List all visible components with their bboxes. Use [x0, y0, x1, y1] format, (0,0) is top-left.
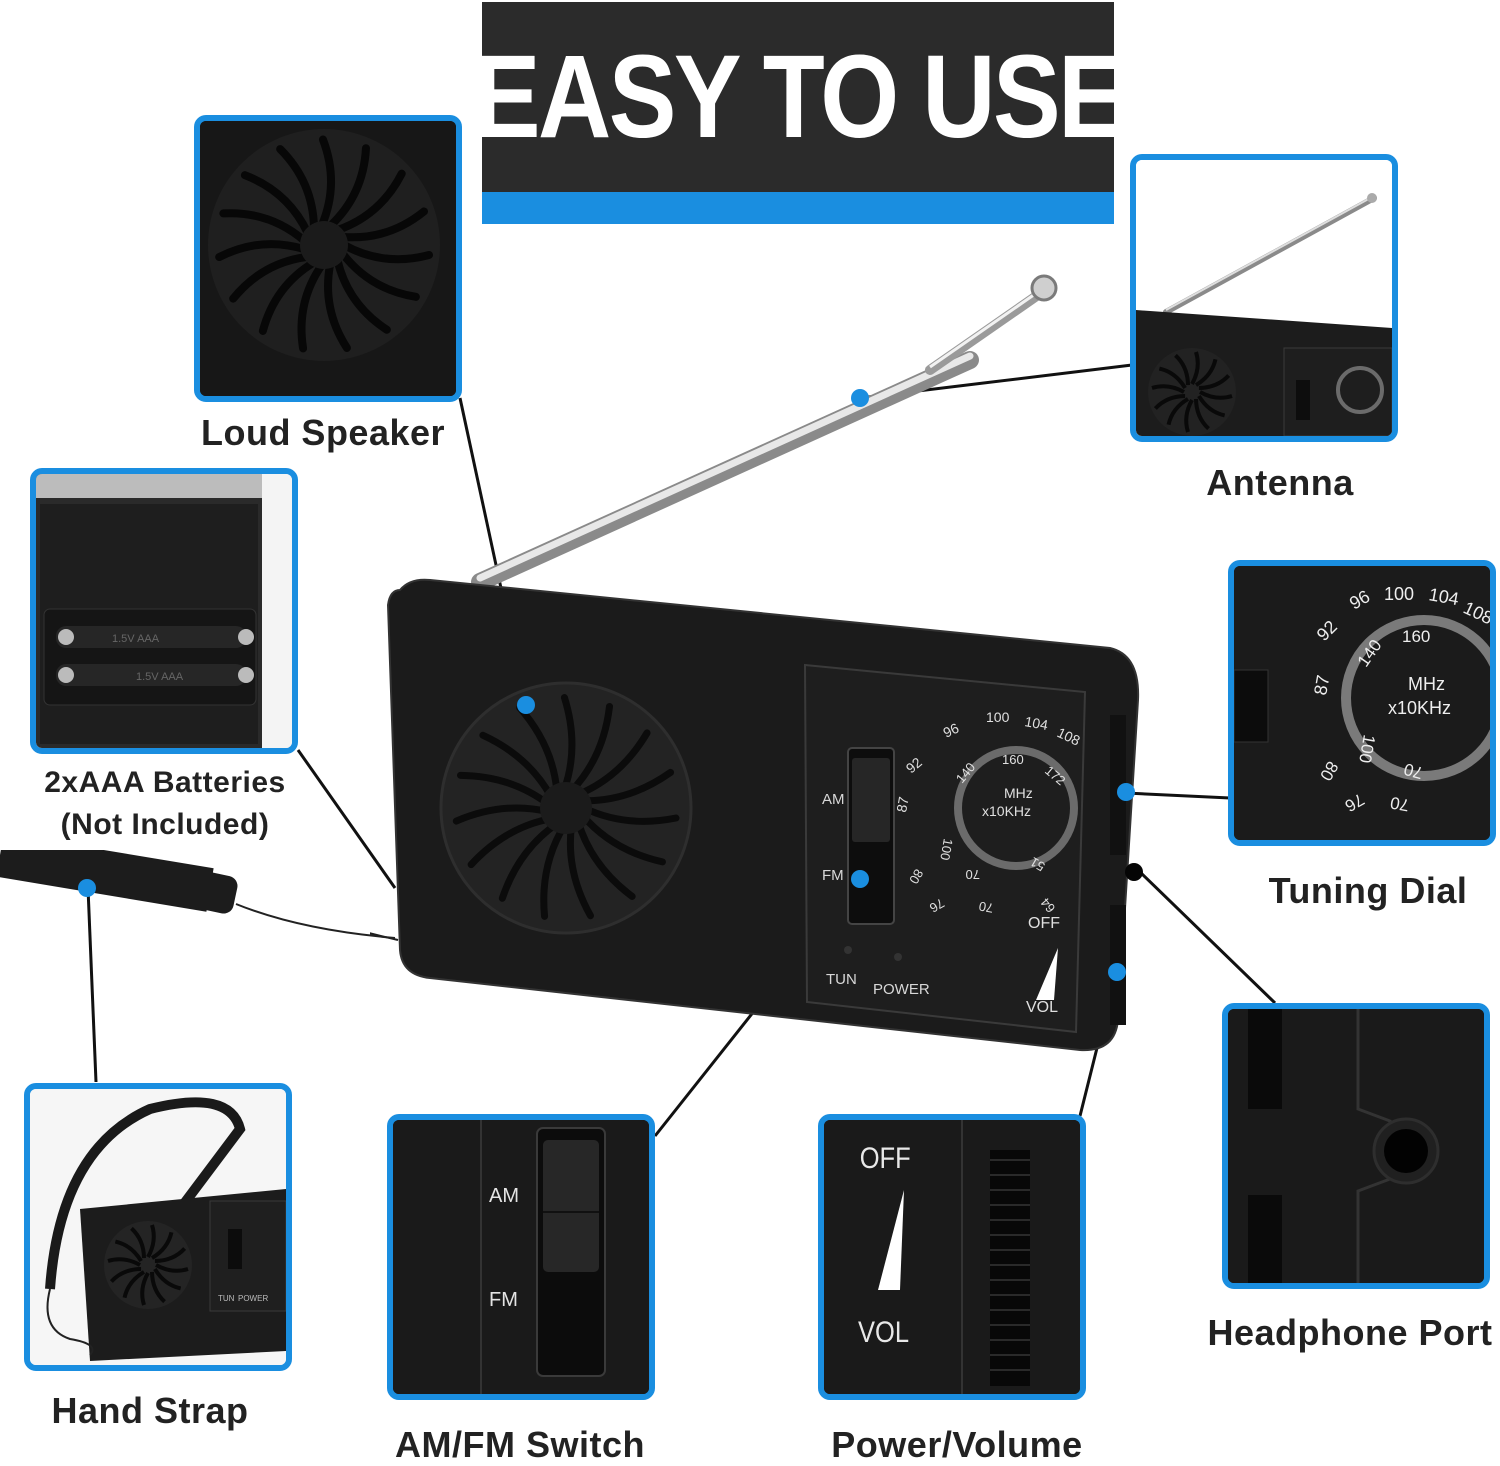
svg-text:MHz: MHz: [1004, 785, 1033, 801]
caption-loud-speaker: Loud Speaker: [200, 412, 446, 453]
am-closeup-label: AM: [489, 1185, 519, 1207]
tuning-dial-main: MHz x10KHz 92 96 100 104 108 87 140 160 …: [893, 709, 1083, 916]
svg-text:70: 70: [1402, 759, 1425, 782]
headphone-jack-closeup: [1228, 1009, 1484, 1283]
tun-label: TUN: [826, 971, 857, 988]
loud-speaker-panel: [194, 115, 462, 402]
hand-strap-panel: TUN POWER: [24, 1083, 292, 1371]
battery-marking-1: 1.5V AAA: [112, 633, 160, 645]
svg-text:51: 51: [1027, 854, 1047, 874]
headline: EASY TO USE: [472, 31, 1126, 163]
svg-text:96: 96: [941, 720, 962, 741]
svg-text:70: 70: [966, 867, 980, 882]
hand-strap-closeup: TUN POWER: [30, 1089, 286, 1365]
tuning-dial-panel: MHz x10KHz 92 96 100 104 108 87 160 140 …: [1228, 560, 1496, 846]
headline-banner: EASY TO USE: [473, 2, 1126, 192]
caption-headphone-port: Headphone Port: [1207, 1312, 1493, 1353]
hand-strap-main: [0, 850, 396, 939]
radio-main-illustration: AM FM TUN POWER MHz x10KHz 92 96 100 104…: [370, 274, 1143, 1052]
tuning-dial-closeup: MHz x10KHz 92 96 100 104 108 87 160 140 …: [1234, 566, 1490, 840]
svg-text:100: 100: [1355, 733, 1379, 764]
svg-text:100: 100: [937, 837, 956, 861]
svg-text:104: 104: [1023, 713, 1049, 733]
svg-text:76: 76: [927, 895, 947, 915]
off-label: OFF: [1028, 915, 1060, 932]
svg-text:87: 87: [1310, 673, 1333, 696]
svg-text:70: 70: [978, 899, 995, 916]
antenna-closeup: [1136, 160, 1392, 436]
svg-text:x10KHz: x10KHz: [1388, 698, 1451, 718]
caption-amfm-switch: AM/FM Switch: [395, 1424, 645, 1465]
svg-text:100: 100: [986, 709, 1010, 725]
marker-volume: [1108, 963, 1126, 981]
svg-text:POWER: POWER: [238, 1294, 268, 1303]
caption-batteries-line1: 2xAAA Batteries: [44, 766, 286, 799]
speaker-grille: [439, 681, 693, 935]
caption-batteries-line2: (Not Included): [60, 808, 270, 841]
caption-power-volume: Power/Volume: [831, 1424, 1083, 1465]
marker-strap: [78, 879, 96, 897]
amfm-switch-panel: AM FM: [387, 1114, 655, 1400]
headphone-port-panel: [1222, 1003, 1490, 1289]
battery-marking-2: 1.5V AAA: [136, 671, 184, 683]
fm-label: FM: [822, 867, 844, 884]
svg-text:160: 160: [1402, 627, 1430, 646]
off-closeup-label: OFF: [860, 1141, 911, 1174]
amfm-switch-closeup: AM FM: [393, 1120, 649, 1394]
svg-text:x10KHz: x10KHz: [982, 803, 1031, 819]
battery-compartment-closeup: 1.5V AAA 1.5V AAA: [36, 474, 292, 748]
marker-speaker: [517, 696, 535, 714]
antenna-panel: [1130, 154, 1398, 442]
batteries-panel: 1.5V AAA 1.5V AAA: [30, 468, 298, 754]
caption-hand-strap: Hand Strap: [51, 1390, 249, 1431]
marker-tuning: [1117, 783, 1135, 801]
marker-antenna: [851, 389, 869, 407]
antenna: [471, 274, 1058, 591]
svg-text:TUN: TUN: [218, 1294, 235, 1303]
svg-text:MHz: MHz: [1408, 674, 1445, 694]
speaker-grille-closeup: [200, 121, 456, 396]
fm-closeup-label: FM: [489, 1289, 518, 1311]
svg-text:87: 87: [893, 795, 911, 813]
svg-text:100: 100: [1384, 584, 1414, 604]
caption-tuning-dial: Tuning Dial: [1268, 870, 1468, 911]
vol-closeup-label: VOL: [858, 1315, 909, 1348]
power-volume-panel: OFF VOL: [818, 1114, 1086, 1400]
svg-text:70: 70: [1389, 793, 1411, 815]
headline-underline-bar: [482, 192, 1114, 224]
am-label: AM: [822, 791, 845, 808]
caption-antenna: Antenna: [1206, 462, 1354, 503]
volume-wheel-closeup: OFF VOL: [824, 1120, 1080, 1394]
power-label: POWER: [873, 981, 930, 998]
svg-text:80: 80: [906, 867, 926, 887]
vol-label: VOL: [1026, 999, 1058, 1016]
svg-text:160: 160: [1002, 752, 1024, 767]
marker-switch: [851, 870, 869, 888]
